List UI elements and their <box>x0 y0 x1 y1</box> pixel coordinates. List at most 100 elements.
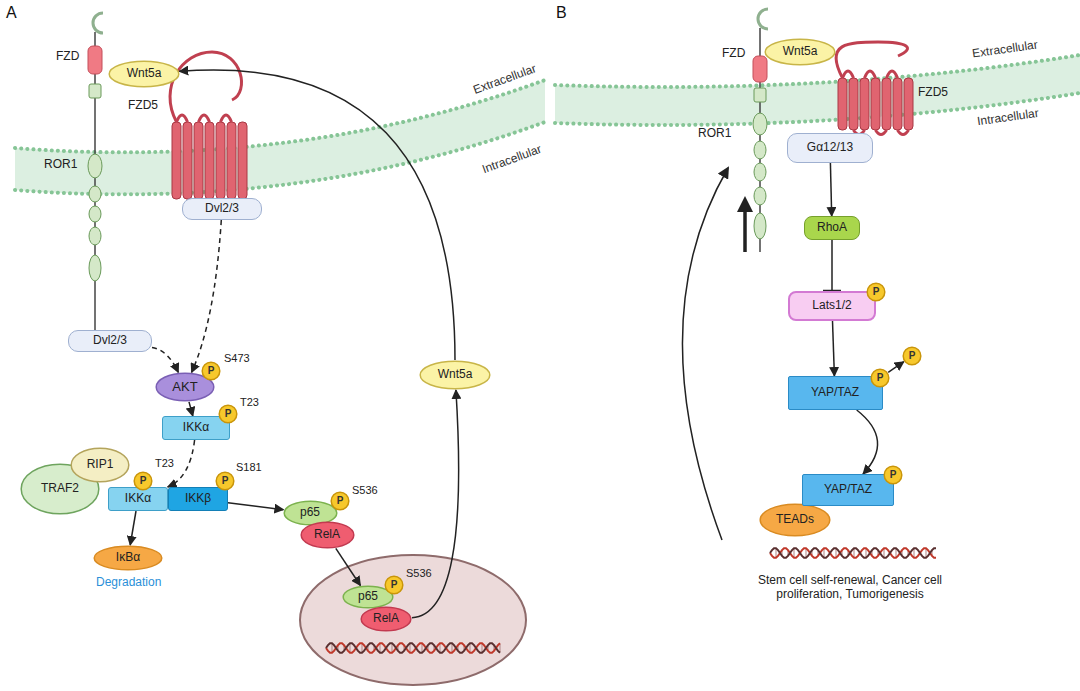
arrow-connector <box>192 220 222 372</box>
site-label: ROR1 <box>698 127 731 141</box>
site-label: FZD <box>56 50 79 64</box>
phospho-label: P <box>208 365 215 377</box>
protein-box: Dvl2/3 <box>182 198 262 220</box>
phospho-label: P <box>337 495 344 507</box>
site-label: ROR1 <box>44 158 77 172</box>
ror1-receptor <box>753 9 768 252</box>
dna <box>326 643 500 653</box>
node-label: YAP/TAZ <box>824 483 872 497</box>
phospho-label: P <box>225 408 232 420</box>
arrow-connector <box>152 348 178 373</box>
fzd5-7tm <box>170 52 247 204</box>
protein-ellipse: RIP1 <box>70 447 130 483</box>
protein-ellipse: IκBα <box>93 545 163 571</box>
kinase-box: IKKα <box>108 487 168 511</box>
node-label: TRAF2 <box>41 482 79 496</box>
region-label: Intracellular <box>976 107 1039 129</box>
node-label: p65 <box>358 590 378 604</box>
site-label: Degradation <box>96 576 161 590</box>
phospho-circle: P <box>215 471 235 491</box>
protein-box: RhoA <box>804 216 860 240</box>
node-label: Lats1/2 <box>812 299 851 313</box>
node-label: Dvl2/3 <box>93 334 127 348</box>
phospho-label: P <box>140 475 147 487</box>
phospho-label: P <box>873 286 880 298</box>
node-label: Wnt5a <box>783 45 818 59</box>
protein-box: YAP/TAZ <box>802 474 894 506</box>
node-label: YAP/TAZ <box>811 386 859 400</box>
arrow-connector <box>857 410 878 474</box>
node-label: Gα12/13 <box>807 141 853 155</box>
phospho-circle: P <box>870 368 890 388</box>
protein-box: YAP/TAZ <box>788 376 883 410</box>
kinase-box: IKKβ <box>168 487 228 511</box>
kinase-box: Lats1/2 <box>788 291 876 321</box>
phospho-circle: P <box>384 575 404 595</box>
node-label: TEADs <box>776 513 814 527</box>
panel-letter: A <box>6 4 17 22</box>
node-label: IKKα <box>125 492 151 506</box>
site-label: S473 <box>224 352 250 365</box>
node-label: IκBα <box>116 551 140 565</box>
phospho-circle: P <box>330 491 350 511</box>
upregulation-arrow <box>743 200 747 252</box>
site-label: S181 <box>236 461 262 474</box>
phospho-circle: P <box>902 346 922 366</box>
node-label: Wnt5a <box>438 368 473 382</box>
site-label: FZD5 <box>128 99 158 113</box>
phospho-label: P <box>222 475 229 487</box>
site-label: FZD5 <box>918 86 948 100</box>
site-label: T23 <box>155 457 174 470</box>
protein-ellipse: RelA <box>360 606 412 632</box>
phospho-label: P <box>909 350 916 362</box>
panel-letter: B <box>556 4 567 22</box>
node-label: RelA <box>314 528 340 542</box>
fzd5-7tm <box>836 42 913 135</box>
phospho-circle: P <box>133 471 153 491</box>
protein-box: Dvl2/3 <box>68 330 152 352</box>
nucleus <box>300 555 526 685</box>
phospho-circle: P <box>883 465 903 485</box>
protein-box: Gα12/13 <box>787 133 873 163</box>
node-label: AKT <box>172 380 197 395</box>
arrow-connector <box>888 362 904 373</box>
kinase-box: IKKα <box>162 416 230 440</box>
site-label: S536 <box>406 567 432 580</box>
site-label: FZD <box>722 47 745 61</box>
phospho-circle: P <box>866 282 886 302</box>
node-label: RhoA <box>817 221 847 235</box>
region-label: Extracellular <box>971 39 1038 62</box>
phospho-label: P <box>890 469 897 481</box>
ligand-ellipse: Wnt5a <box>764 38 836 66</box>
phospho-label: P <box>391 579 398 591</box>
arrow-connector <box>830 163 831 216</box>
ror1-receptor <box>88 13 103 331</box>
arrow-connector <box>833 321 835 376</box>
feedback-arrow <box>682 168 728 540</box>
protein-ellipse: RelA <box>300 521 355 549</box>
protein-ellipse: TEADs <box>759 503 831 537</box>
ligand-ellipse: Wnt5a <box>108 60 180 88</box>
nucleus-ellipse: Stem cell self-renewal, Cancer cell prol… <box>719 460 981 670</box>
phospho-circle: P <box>201 361 221 381</box>
arrow-connector <box>189 402 193 416</box>
inhibition-connector <box>831 240 833 291</box>
arrow-connector <box>412 390 459 618</box>
node-label: Stem cell self-renewal, Cancer cell prol… <box>750 574 950 602</box>
node-label: RIP1 <box>87 458 114 472</box>
arrow-connector <box>179 70 455 360</box>
phospho-label: P <box>877 372 884 384</box>
arrow-connector <box>228 503 283 510</box>
dna <box>770 548 936 558</box>
phospho-circle: P <box>218 404 238 424</box>
node-label: RelA <box>373 612 399 626</box>
node-label: IKKβ <box>185 492 211 506</box>
node-label: Wnt5a <box>127 67 162 81</box>
site-label: S536 <box>352 484 378 497</box>
node-label: IKKα <box>183 421 209 435</box>
arrow-connector <box>336 548 361 585</box>
node-label: p65 <box>300 506 320 520</box>
ligand-ellipse: Wnt5a <box>419 360 491 390</box>
region-label: Intracellular <box>480 143 543 177</box>
node-label: Dvl2/3 <box>205 202 239 216</box>
